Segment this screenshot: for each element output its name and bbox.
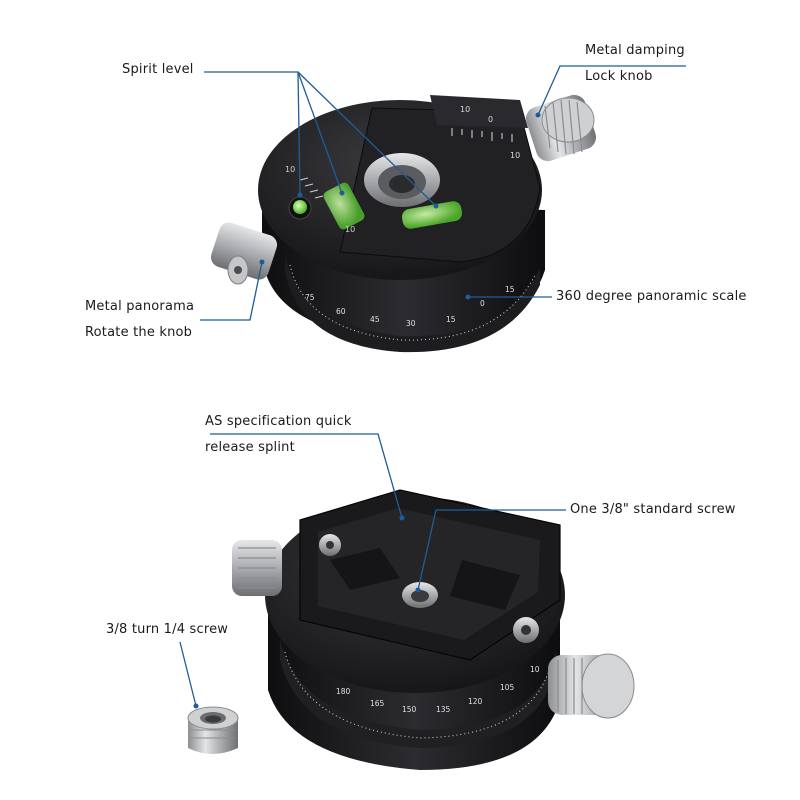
pano-scale-mark: 10 (530, 665, 540, 674)
callout-text: Lock knob (585, 69, 653, 84)
pano-scale-mark: 105 (500, 683, 515, 692)
pano-scale-mark: 165 (370, 699, 385, 708)
callout-text: AS specification quick (205, 414, 352, 429)
adapter-screw (187, 706, 239, 754)
callout-damping-knob: Metal damping Lock knob (585, 38, 685, 90)
damping-knob (548, 653, 635, 719)
leader-lines (179, 65, 686, 707)
rotate-knob (210, 222, 278, 285)
bottom-clamp-product: 180 165 150 135 120 105 10 (232, 489, 635, 770)
pano-scale-mark: 180 (336, 687, 351, 696)
callout-text: One 3/8" standard screw (570, 502, 736, 517)
level-scale-mark: 10 (285, 165, 295, 174)
callout-text: Rotate the knob (85, 325, 193, 340)
callout-release-splint: AS specification quick release splint (205, 409, 352, 461)
pano-scale-mark: 30 (406, 319, 416, 328)
pano-scale-mark: 60 (336, 307, 346, 316)
callout-adapter-screw: 3/8 turn 1/4 screw (106, 617, 228, 643)
top-scale-mark: 10 (460, 105, 470, 114)
top-clamp-product: 10 0 10 10 10 75 60 45 30 15 0 15 (210, 94, 597, 353)
callout-standard-screw: One 3/8" standard screw (570, 497, 736, 523)
pano-scale-mark: 75 (305, 293, 315, 302)
pano-scale-mark: 120 (468, 697, 483, 706)
pano-scale-mark: 135 (436, 705, 451, 714)
callout-text: 3/8 turn 1/4 screw (106, 622, 229, 637)
pano-scale-mark: 0 (480, 299, 485, 308)
callout-text: Metal panorama (85, 299, 195, 314)
rotate-knob (232, 540, 282, 596)
level-scale-mark: 10 (345, 225, 355, 234)
top-scale-mark: 10 (510, 151, 520, 160)
callout-spirit-level: Spirit level (122, 57, 194, 83)
callout-text: release splint (205, 440, 295, 455)
callout-pano-scale: 360 degree panoramic scale (556, 284, 747, 310)
pano-scale-mark: 45 (370, 315, 380, 324)
pano-scale-mark: 15 (505, 285, 515, 294)
top-scale-mark: 0 (488, 115, 493, 124)
pano-scale-mark: 15 (446, 315, 456, 324)
callout-text: 360 degree panoramic scale (556, 289, 747, 304)
callout-text: Metal damping (585, 43, 685, 58)
damping-knob (525, 94, 597, 162)
pano-scale-mark: 150 (402, 705, 417, 714)
callout-text: Spirit level (122, 62, 194, 77)
callout-rotate-knob: Metal panorama Rotate the knob (85, 294, 194, 346)
